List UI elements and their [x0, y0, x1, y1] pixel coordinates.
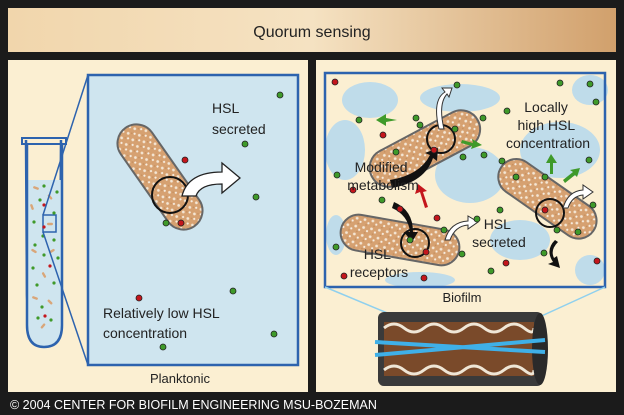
secretion-arrow-icon	[181, 161, 242, 197]
hsl-molecule-dot	[451, 125, 459, 133]
hsl-molecule-dot	[159, 343, 167, 351]
hsl-molecule-dot	[458, 250, 466, 258]
receptor-dot	[502, 259, 510, 267]
hsl-molecule-dot	[540, 249, 548, 257]
receptor-dot	[422, 248, 430, 256]
hsl-molecule-dot	[440, 226, 448, 234]
hsl-molecule-dot	[52, 238, 56, 242]
receptor-dot	[430, 146, 438, 154]
receptor-dot	[181, 156, 189, 164]
pipe-cross-section	[324, 286, 606, 386]
biofilm-panel: Locally high HSL concentration Modified …	[316, 60, 616, 392]
tiny-bacterium	[47, 222, 53, 226]
hsl-molecule-dot	[586, 80, 594, 88]
hsl-molecule-dot	[585, 156, 593, 164]
receptor-dot	[48, 264, 52, 268]
title-bar: Quorum sensing	[8, 8, 616, 52]
title: Quorum sensing	[253, 24, 370, 41]
hsl-molecule-dot	[332, 243, 340, 251]
hsl-molecule-dot	[553, 226, 561, 234]
receptor-dot	[349, 186, 357, 194]
hsl-molecule-dot	[378, 196, 386, 204]
hsl-molecule-dot	[252, 193, 260, 201]
hsl-molecule-dot	[541, 173, 549, 181]
receptor-dot	[541, 206, 549, 214]
receptor-dot	[433, 214, 441, 222]
tiny-bacterium	[30, 204, 34, 210]
hsl-molecule-dot	[480, 151, 488, 159]
hsl-secreted-label: HSL secreted	[212, 100, 266, 137]
hsl-molecule-dot	[241, 140, 249, 148]
receptor-dot	[43, 314, 47, 318]
tiny-bacterium	[40, 323, 46, 329]
tiny-bacterium	[41, 272, 47, 278]
hsl-molecule-dot	[36, 316, 40, 320]
bacterium	[339, 213, 461, 267]
receptor-dot	[135, 294, 143, 302]
tiny-bacterium	[31, 248, 37, 254]
tiny-bacterium	[32, 296, 38, 300]
receptor-dot	[593, 257, 601, 265]
hsl-molecule-dot	[56, 256, 60, 260]
hsl-molecule-dot	[40, 305, 44, 309]
tiny-bacterium	[49, 248, 55, 254]
modified-metabolism-label: Modified metabolism	[347, 159, 419, 193]
receptor-dot	[340, 272, 348, 280]
hsl-molecule-dot	[416, 121, 424, 129]
hsl-molecule-dot	[270, 330, 278, 338]
bacterium	[116, 123, 204, 231]
hsl-molecule-dot	[496, 206, 504, 214]
biofilm-label: Biofilm	[442, 290, 481, 305]
hsl-molecule-dot	[42, 253, 46, 257]
hsl-molecule-dot	[32, 220, 36, 224]
low-concentration-label: Relatively low HSL concentration	[103, 305, 223, 341]
receptor-dot	[331, 78, 339, 86]
receptor-dot	[177, 219, 185, 227]
hsl-receptors-label: HSL receptors	[350, 246, 408, 280]
receptor-dot	[42, 225, 46, 229]
planktonic-panel: HSL secreted Relatively low HSL concentr…	[8, 60, 308, 392]
hsl-molecule-dot	[392, 148, 400, 156]
locally-high-label: Locally high HSL concentration	[506, 99, 590, 151]
hsl-molecule-dot	[31, 266, 35, 270]
hsl-molecule-dot	[512, 173, 520, 181]
biofilm-zoom-box	[323, 71, 607, 289]
hsl-molecule-dot	[574, 228, 582, 236]
hsl-molecule-dot	[487, 267, 495, 275]
hsl-molecule-dot	[498, 157, 506, 165]
hsl-molecule-dot	[52, 281, 56, 285]
receptor-dot	[42, 203, 46, 207]
hsl-molecule-dot	[229, 287, 237, 295]
copyright-footer: © 2004 CENTER FOR BIOFILM ENGINEERING MS…	[10, 398, 377, 412]
hsl-molecule-dot	[412, 114, 420, 122]
hsl-molecule-dot	[35, 283, 39, 287]
hsl-molecule-dot	[42, 184, 46, 188]
tiny-bacterium	[33, 186, 39, 190]
planktonic-label: Planktonic	[150, 371, 210, 386]
hsl-molecule-dot	[453, 81, 461, 89]
hsl-molecule-dot	[459, 153, 467, 161]
hsl-molecule-dot	[556, 79, 564, 87]
hsl-molecule-dot	[52, 211, 56, 215]
receptor-dot	[379, 131, 387, 139]
receptor-dot	[420, 274, 428, 282]
hsl-secreted-label: HSL secreted	[472, 216, 526, 250]
tiny-bacterium	[47, 299, 53, 305]
hsl-molecule-dot	[592, 98, 600, 106]
hsl-molecule-dot	[473, 215, 481, 223]
hsl-molecule-dot	[38, 198, 42, 202]
receptor-dot	[396, 205, 404, 213]
hsl-molecule-dot	[406, 236, 414, 244]
hsl-molecule-dot	[49, 318, 53, 322]
hsl-molecule-dot	[276, 91, 284, 99]
hsl-molecule-dot	[503, 107, 511, 115]
hsl-molecule-dot	[333, 171, 341, 179]
hsl-molecule-dot	[589, 201, 597, 209]
hsl-molecule-dot	[33, 243, 37, 247]
arrows	[376, 87, 594, 268]
hsl-molecule-dot	[355, 116, 363, 124]
hsl-molecule-dot	[162, 219, 170, 227]
hsl-molecule-dot	[55, 190, 59, 194]
hsl-molecule-dot	[479, 114, 487, 122]
